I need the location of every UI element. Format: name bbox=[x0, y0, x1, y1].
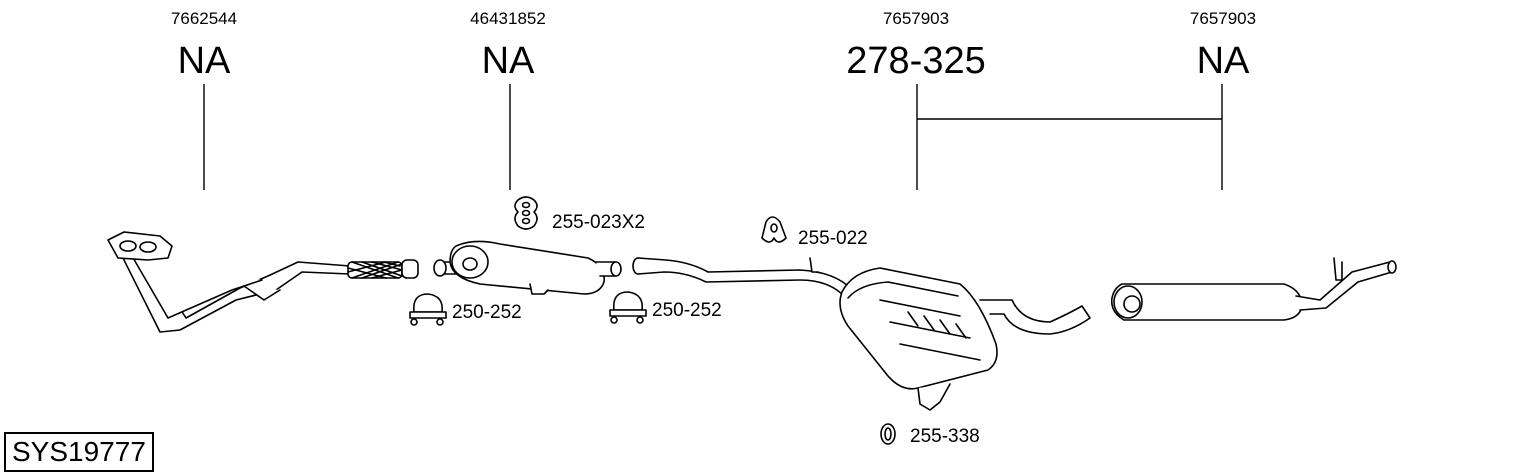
part-number-1: 7662544 bbox=[171, 9, 237, 28]
part-number-2: 46431852 bbox=[470, 9, 546, 28]
front-pipe bbox=[107, 231, 419, 333]
rear-silencer bbox=[1110, 257, 1397, 321]
intermediate-pipe bbox=[632, 257, 853, 299]
clamp-a-icon bbox=[409, 293, 447, 326]
main-silencer bbox=[839, 267, 1091, 411]
part-code-4: NA bbox=[1197, 40, 1250, 82]
center-silencer bbox=[433, 240, 622, 295]
exhaust-system-diagram: 7662544 NA 46431852 NA 7657903 278-325 7… bbox=[107, 9, 1397, 447]
clamp-a-label: 250-252 bbox=[452, 302, 522, 323]
part-code-3: 278-325 bbox=[846, 40, 985, 82]
rubber-mount-a-label: 255-023X2 bbox=[552, 212, 645, 233]
system-id-box: SYS19777 bbox=[4, 432, 154, 472]
clamp-b-label: 250-252 bbox=[652, 300, 722, 321]
part-code-2: NA bbox=[482, 40, 535, 82]
part-number-3: 7657903 bbox=[883, 9, 949, 28]
rubber-mount-b-label: 255-022 bbox=[798, 228, 868, 249]
part-code-1: NA bbox=[178, 40, 231, 82]
part-number-4: 7657903 bbox=[1190, 9, 1256, 28]
rubber-mount-a-icon bbox=[514, 196, 538, 230]
ring-label: 255-338 bbox=[910, 426, 980, 447]
clamp-b-icon bbox=[609, 291, 647, 324]
leader-lines bbox=[203, 84, 1223, 190]
ring-icon bbox=[880, 423, 896, 445]
rubber-mount-b-icon bbox=[761, 216, 787, 243]
